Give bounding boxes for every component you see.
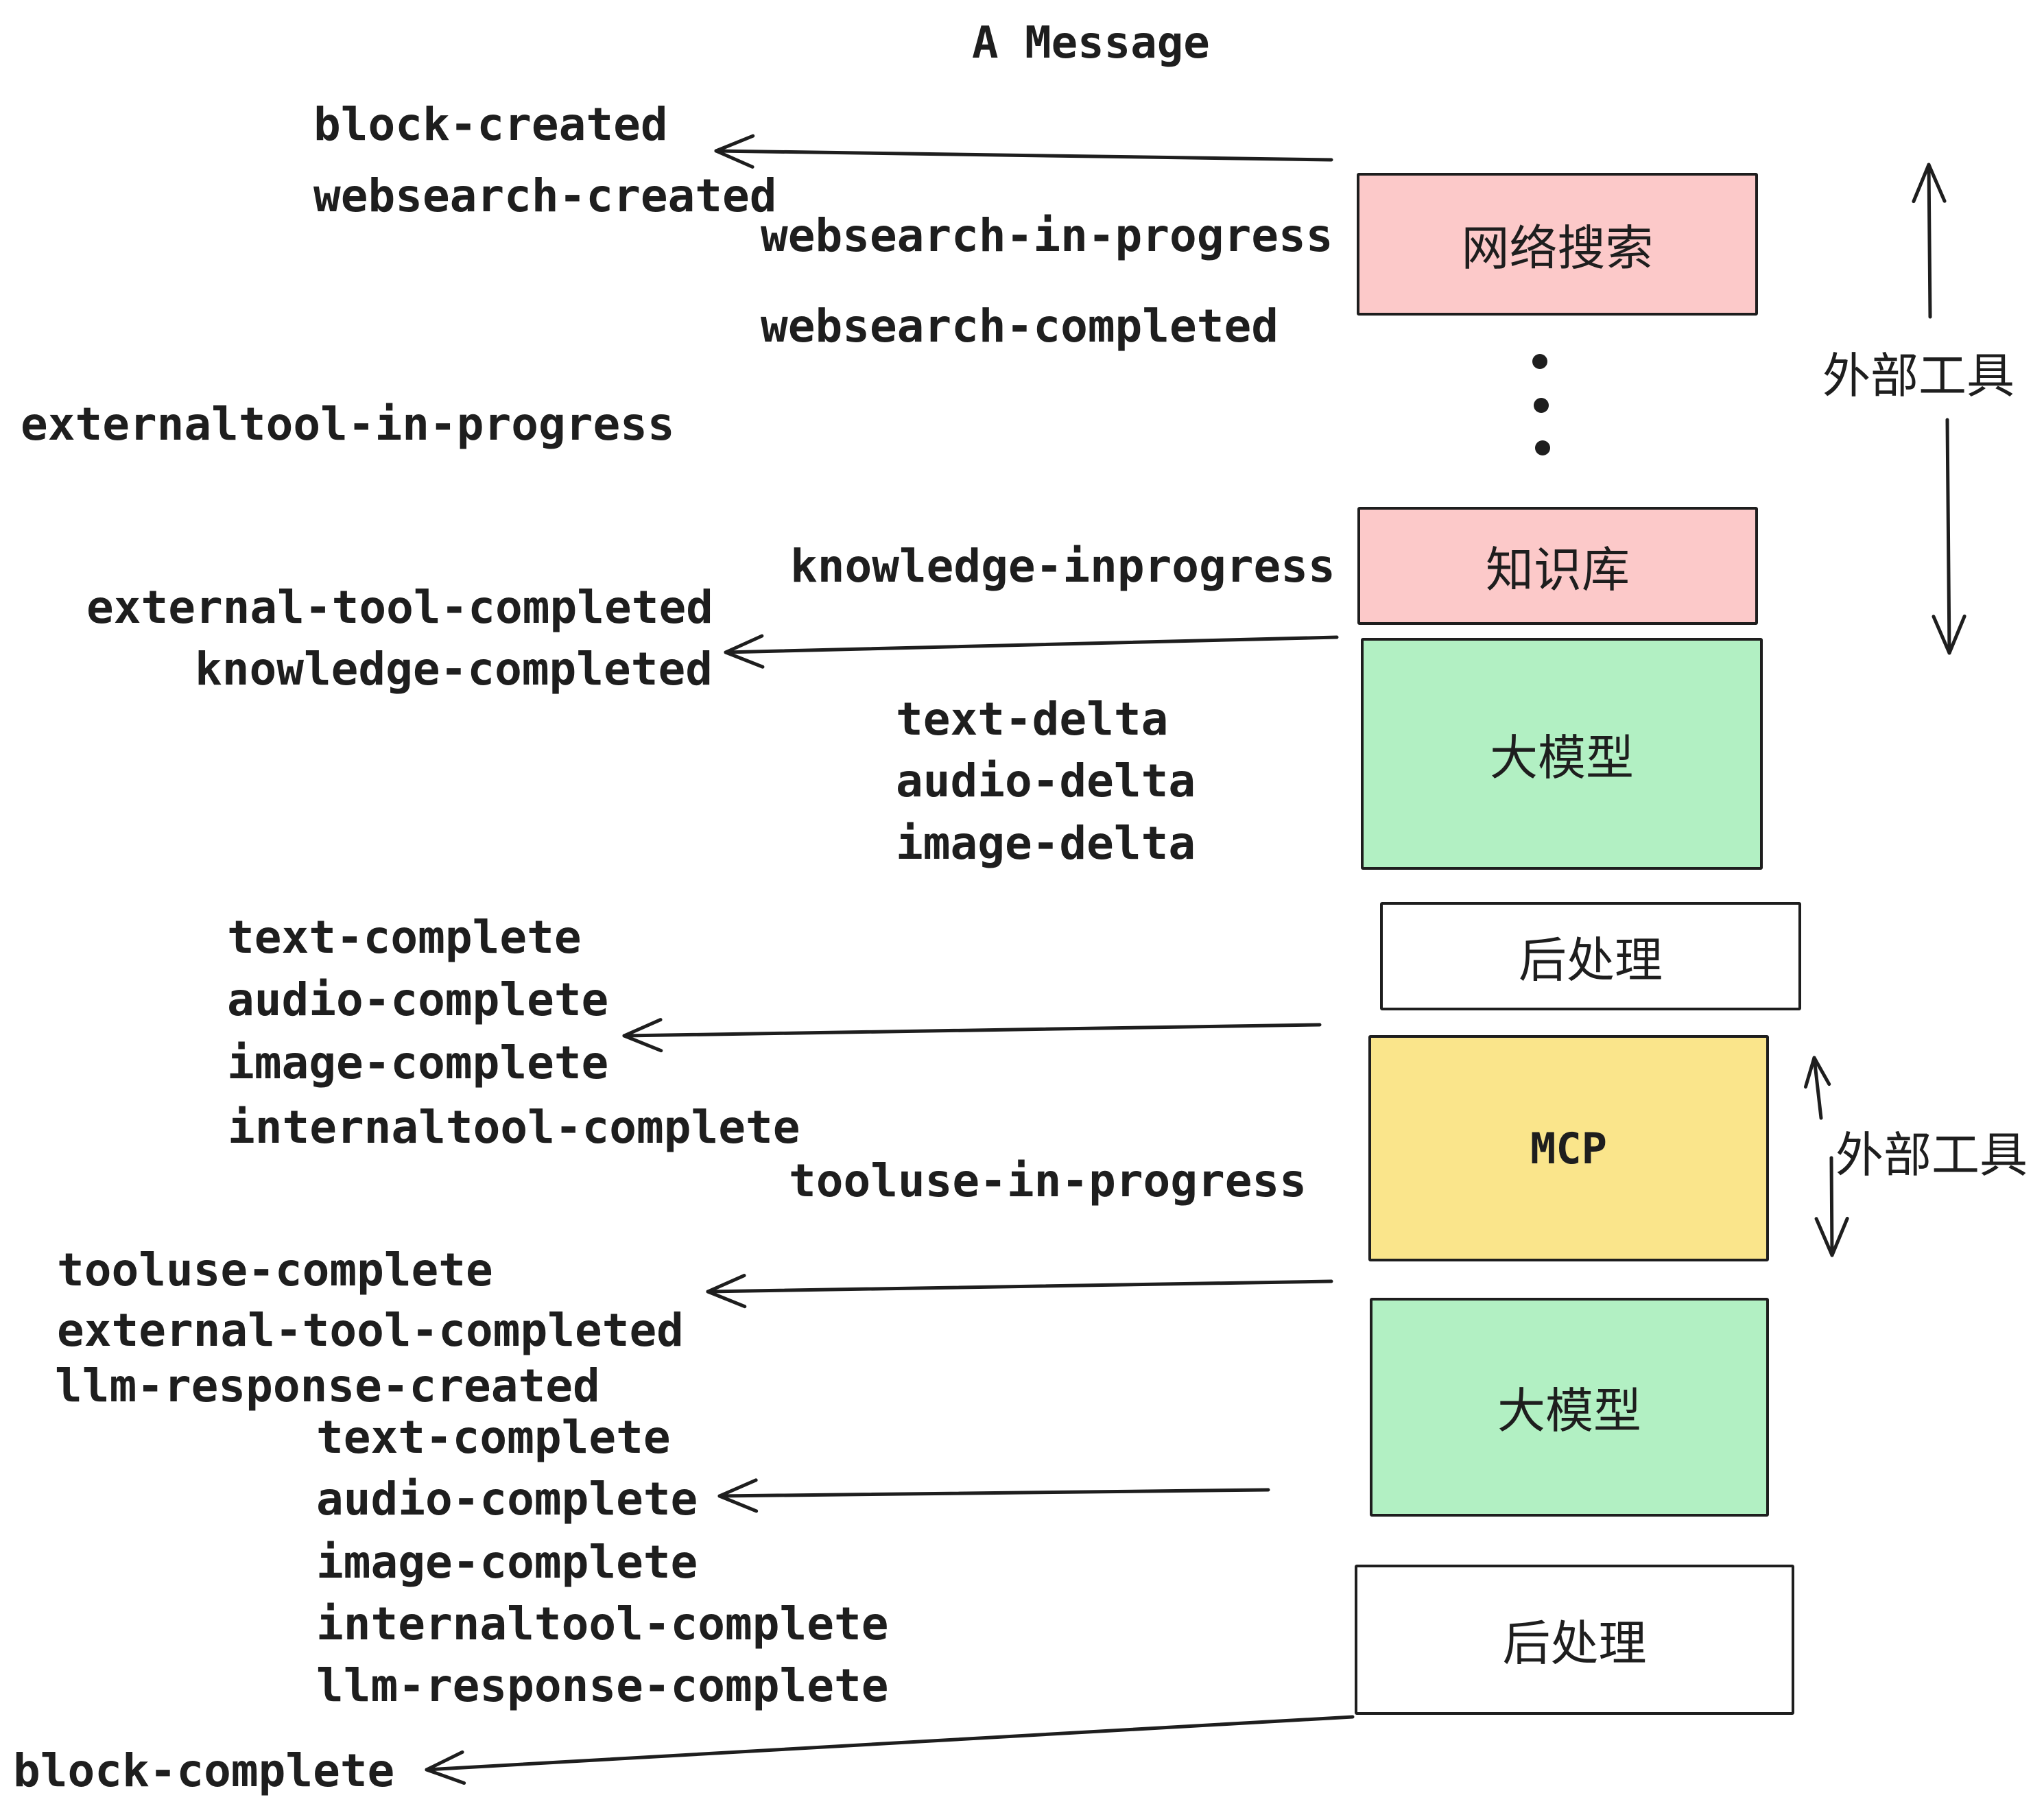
arrow-to-image-complete xyxy=(622,1018,1322,1053)
event-label-block-complete: block-complete xyxy=(13,1744,395,1797)
event-label-audio-delta-1: audio-delta xyxy=(896,755,1196,807)
box-label-llm-1: 大模型 xyxy=(1490,731,1634,785)
ellipsis-dot-1 xyxy=(1532,354,1547,369)
event-label-websearch-in-progress: websearch-in-progress xyxy=(761,209,1333,262)
event-label-image-complete-2: image-complete xyxy=(316,1536,698,1589)
event-label-text-complete-1: text-complete xyxy=(227,911,582,964)
event-label-knowledge-completed: knowledge-completed xyxy=(195,643,713,696)
event-label-text-delta-1: text-delta xyxy=(896,693,1169,746)
arrow-mcp-up xyxy=(1803,1056,1831,1120)
event-label-tooluse-complete: tooluse-complete xyxy=(57,1244,493,1296)
box-websearch: 网络搜索 xyxy=(1357,173,1758,316)
box-label-postprocess-2: 后处理 xyxy=(1502,1617,1647,1670)
event-label-websearch-created: websearch-created xyxy=(313,169,777,222)
event-label-audio-complete-1: audio-complete xyxy=(227,973,609,1026)
event-label-internaltool-complete-1: internaltool-complete xyxy=(228,1101,800,1154)
box-llm-2: 大模型 xyxy=(1370,1298,1769,1517)
box-llm-1: 大模型 xyxy=(1361,638,1763,870)
diagram-title: A Message xyxy=(972,18,1210,69)
arrow-to-block-complete xyxy=(425,1715,1355,1785)
ellipsis-dot-3 xyxy=(1535,440,1550,455)
event-label-llm-response-complete: llm-response-complete xyxy=(316,1659,889,1712)
annotation-external-tools-top: 外部工具 xyxy=(1822,349,2015,403)
event-label-knowledge-inprogress: knowledge-inprogress xyxy=(790,540,1335,593)
box-postprocess-1: 后处理 xyxy=(1380,902,1801,1010)
event-label-text-complete-2: text-complete xyxy=(316,1411,671,1464)
event-label-externaltool-in-progress: externaltool-in-progress xyxy=(21,398,675,451)
box-label-postprocess-1: 后处理 xyxy=(1519,933,1663,987)
box-label-websearch: 网络搜索 xyxy=(1461,221,1654,275)
box-knowledge: 知识库 xyxy=(1357,507,1758,625)
event-label-external-tool-completed-1: external-tool-completed xyxy=(86,581,713,634)
box-mcp: MCP xyxy=(1368,1035,1769,1261)
event-label-external-tool-completed-2: external-tool-completed xyxy=(57,1304,684,1357)
event-label-websearch-completed: websearch-completed xyxy=(761,300,1279,353)
ellipsis-dot-2 xyxy=(1534,398,1549,413)
event-label-llm-response-created: llm-response-created xyxy=(55,1360,600,1412)
box-label-mcp: MCP xyxy=(1530,1123,1607,1174)
box-label-knowledge: 知识库 xyxy=(1486,543,1630,597)
box-label-llm-2: 大模型 xyxy=(1497,1384,1641,1438)
box-postprocess-2: 后处理 xyxy=(1355,1565,1794,1715)
arrow-external-tools-down xyxy=(1932,418,1966,655)
arrow-to-tooluse-complete xyxy=(706,1274,1333,1309)
event-label-image-delta-1: image-delta xyxy=(896,817,1196,870)
event-label-image-complete-1: image-complete xyxy=(227,1036,609,1089)
arrow-to-audio-complete xyxy=(717,1478,1270,1513)
event-label-tooluse-in-progress: tooluse-in-progress xyxy=(789,1154,1307,1207)
arrow-to-knowledge-completed xyxy=(724,634,1339,669)
event-label-internaltool-complete-2: internaltool-complete xyxy=(316,1598,889,1650)
annotation-external-tools-mcp: 外部工具 xyxy=(1835,1128,2028,1182)
event-label-audio-complete-2: audio-complete xyxy=(316,1473,698,1526)
arrow-external-tools-up xyxy=(1912,163,1947,319)
arrow-to-block-created xyxy=(714,134,1333,169)
event-label-block-created: block-created xyxy=(313,98,668,151)
